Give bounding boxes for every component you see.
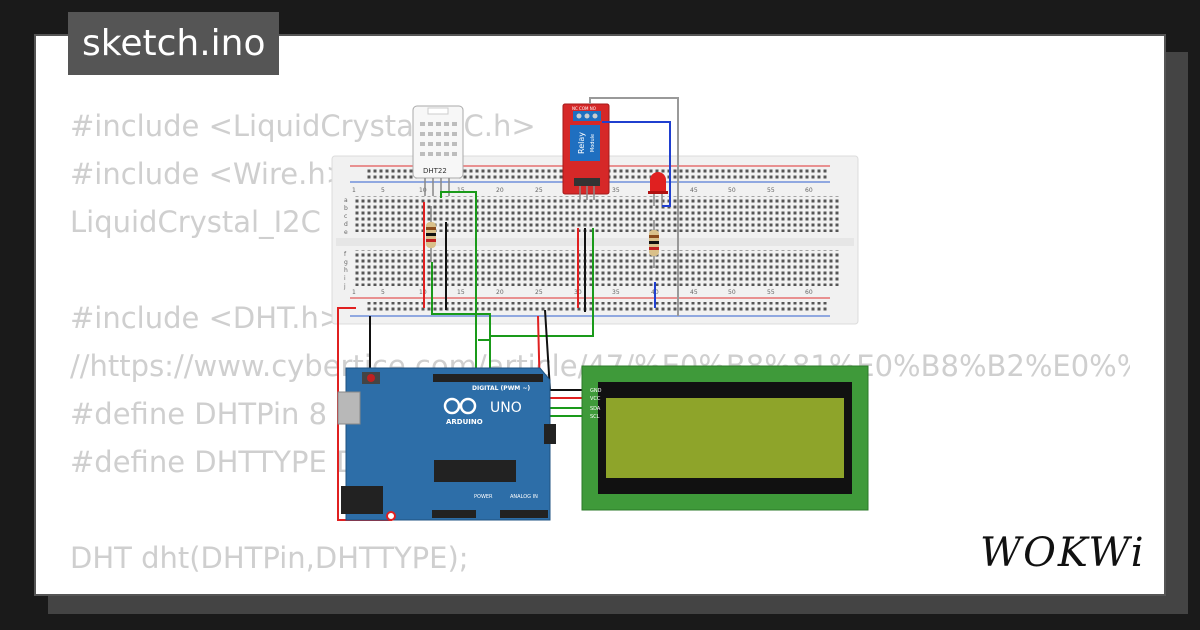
wire-endpoint [386, 511, 396, 521]
col-label: 55 [767, 187, 775, 194]
col-label: 20 [496, 289, 504, 296]
code-line: DHT dht(DHTPin,DHTTYPE); [70, 541, 469, 575]
col-label: 50 [728, 187, 736, 194]
lcd-screen [606, 398, 844, 478]
col-label: 5 [381, 289, 385, 296]
dht22-sensor[interactable]: DHT22 [412, 105, 464, 196]
col-label: 1 [352, 187, 356, 194]
uno-label: UNO [490, 400, 522, 416]
wire [589, 97, 679, 316]
code-line: #define DHTTYPE D [70, 445, 359, 479]
col-label: 15 [457, 187, 465, 194]
analog-header-label: ANALOG IN [510, 494, 538, 500]
row-label: b [344, 205, 348, 212]
col-label: 25 [535, 187, 543, 194]
code-line: #include <LiquidCrystal_I2C.h> [70, 109, 536, 143]
digital-header-label: DIGITAL (PWM ~) [472, 385, 530, 392]
row-label: h [344, 267, 348, 274]
digital-header [433, 374, 543, 382]
relay-sublabel: Module [590, 134, 596, 152]
wire [440, 191, 477, 370]
row-label: i [344, 275, 346, 282]
code-line: #define DHTPin 8 [70, 397, 328, 431]
usb-port [337, 391, 361, 425]
col-label: 50 [728, 289, 736, 296]
wire [602, 121, 671, 207]
col-label: 60 [805, 289, 813, 296]
red-led[interactable] [648, 172, 668, 206]
arduino-logo-icon [443, 397, 477, 415]
row-label: a [344, 197, 348, 204]
breadboard: 1 5 10 15 20 25 30 35 40 45 50 55 60 1 5… [331, 155, 859, 325]
relay-terminal-labels: NC COM NO [572, 106, 596, 111]
power-header [432, 510, 476, 518]
dht22-label: DHT22 [423, 167, 447, 175]
analog-header [500, 510, 548, 518]
code-line: LiquidCrystal_I2C [70, 205, 321, 239]
code-line: #include <Wire.h> [70, 157, 351, 191]
lcd-pin-label: SCL [590, 414, 600, 420]
lcd-pin-label: SDA [590, 406, 601, 412]
col-label: 45 [690, 187, 698, 194]
wokwi-logo: WOKWi [980, 530, 1146, 576]
col-label: 20 [496, 187, 504, 194]
file-title: sketch.ino [68, 12, 280, 75]
resistor[interactable] [426, 206, 436, 262]
row-label: f [344, 251, 347, 258]
code-line: #include <DHT.h> [70, 301, 344, 335]
col-label: 10 [419, 289, 427, 296]
power-jack [341, 486, 383, 514]
col-label: 25 [535, 289, 543, 296]
arduino-uno[interactable]: DIGITAL (PWM ~) UNO ARDUINO POWER ANALOG… [337, 367, 556, 521]
relay-label: Relay [577, 132, 586, 154]
row-label: c [344, 213, 347, 220]
resistor[interactable] [649, 220, 659, 268]
brand-text: WOKWi [980, 530, 1146, 576]
row-label: g [344, 259, 348, 266]
power-header-label: POWER [474, 494, 493, 500]
row-label: e [344, 229, 348, 236]
reset-button[interactable] [367, 374, 375, 382]
col-label: 5 [381, 187, 385, 194]
row-label: d [344, 221, 348, 228]
relay-module[interactable]: NC COM NO Relay Module [562, 103, 610, 200]
wire [489, 228, 594, 368]
col-label: 55 [767, 289, 775, 296]
col-label: 45 [690, 289, 698, 296]
col-label: 15 [457, 289, 465, 296]
col-label: 35 [612, 289, 620, 296]
col-label: 10 [419, 187, 427, 194]
row-label: j [343, 283, 346, 290]
wire [431, 262, 491, 341]
col-label: 35 [612, 187, 620, 194]
lcd-display[interactable]: GND VCC SDA SCL [581, 365, 869, 511]
lcd-pin-label: GND [590, 388, 602, 394]
terminal-strip-bottom [355, 250, 841, 286]
col-label: 60 [805, 187, 813, 194]
arduino-brand: ARDUINO [446, 418, 483, 426]
lcd-pin-label: VCC [590, 396, 601, 402]
atmega-chip [434, 460, 516, 482]
power-rail-bottom [365, 302, 827, 312]
col-label: 1 [352, 289, 356, 296]
